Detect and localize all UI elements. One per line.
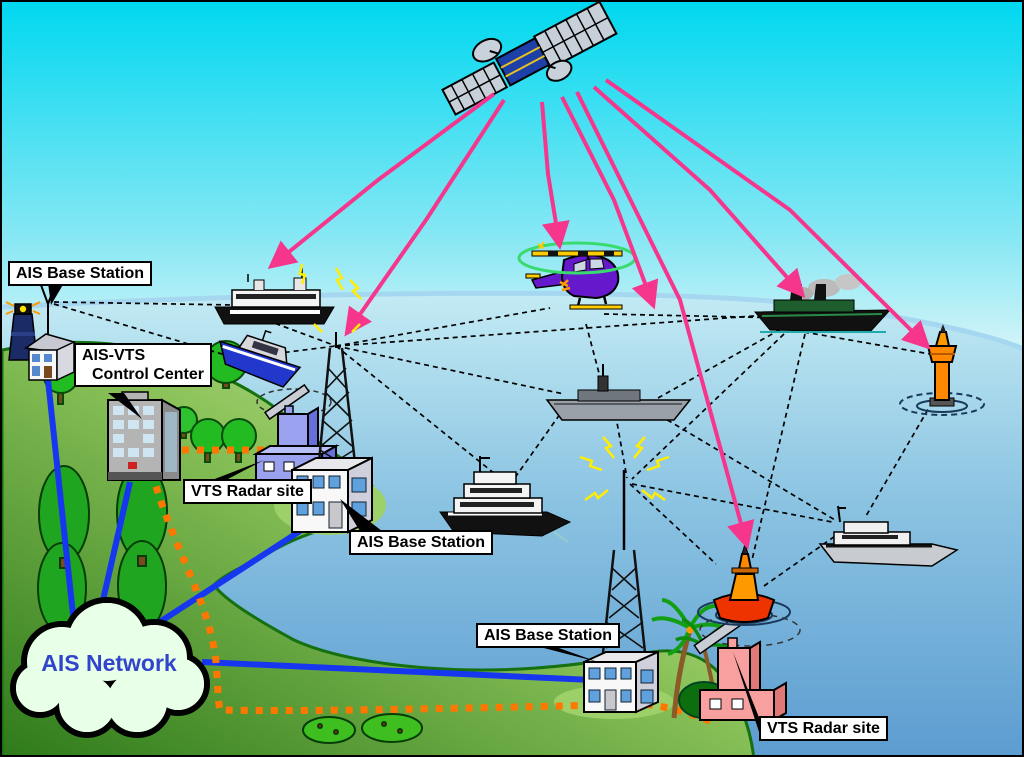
satellite-rays: [267, 78, 931, 550]
sky: [2, 2, 1022, 349]
ais-base-station-bottom: [583, 470, 659, 714]
vhf-links: [53, 301, 938, 587]
red-buoy: [697, 542, 791, 626]
helicopter: [517, 241, 637, 310]
ais-network-cloud-label: AIS Network: [41, 650, 177, 676]
cargo-ship-center: [545, 364, 692, 421]
ais-vts-control-center-building: [107, 391, 181, 481]
satellite: [441, 2, 618, 116]
orange-beacon-buoy: [899, 324, 985, 416]
label-line-1: AIS-VTS: [82, 347, 146, 364]
label-ais-vts-control-center: AIS-VTS Control Center: [74, 343, 212, 388]
label-ais-base-station-left: AIS Base Station: [8, 261, 153, 287]
motor-yacht-right: [818, 505, 959, 567]
label-ais-base-station-mid: AIS Base Station: [349, 530, 494, 556]
pilot-boat: [219, 329, 302, 388]
ais-network-cloud: [10, 597, 210, 738]
cruise-ship-left: [214, 268, 335, 325]
bushes: [302, 713, 423, 744]
label-pointers: [48, 283, 760, 735]
label-line-2: Control Center: [92, 366, 204, 384]
label-ais-base-station-bottom: AIS Base Station: [476, 623, 621, 649]
label-vts-radar-site-left: VTS Radar site: [183, 479, 312, 505]
label-vts-radar-site-right: VTS Radar site: [759, 716, 888, 742]
ais-base-station-left: [23, 265, 76, 382]
rf-sparks: [298, 263, 670, 502]
